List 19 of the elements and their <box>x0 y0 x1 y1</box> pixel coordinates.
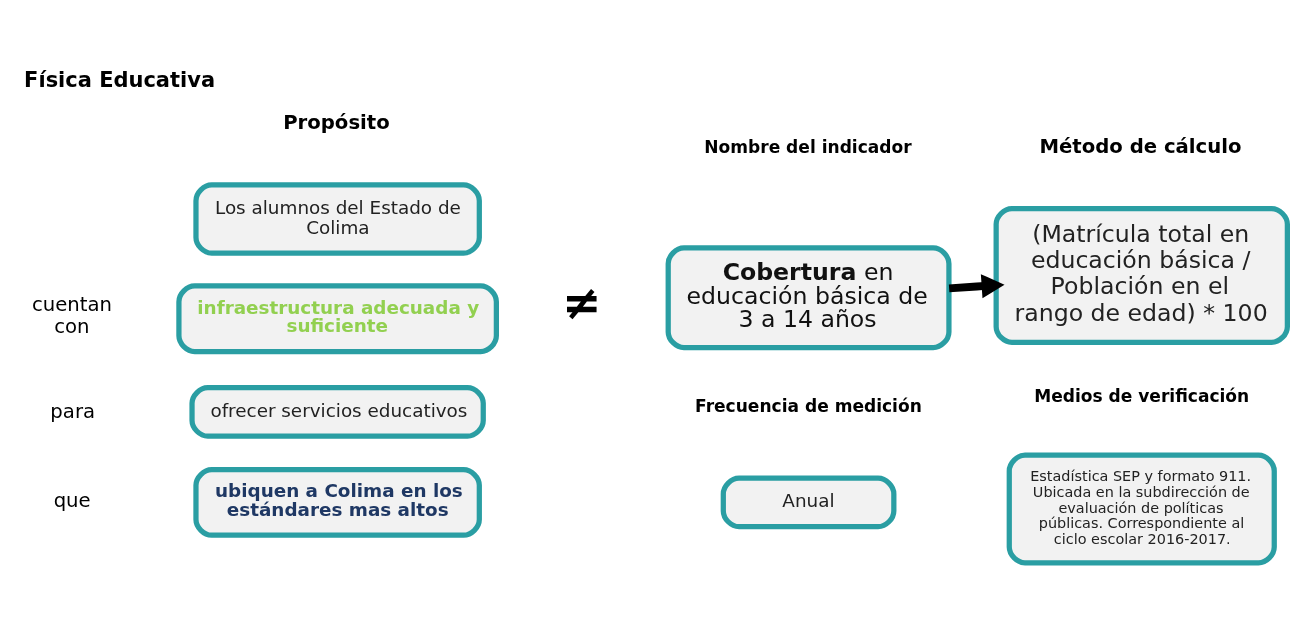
node-box: Los alumnos del Estado de Colima <box>193 181 482 256</box>
node-box: ofrecer servicios educativos <box>189 384 486 439</box>
label: Medios de verificación <box>1034 385 1250 406</box>
node-box: infraestructura adecuada y suficiente <box>176 282 499 354</box>
diagram-title: Física Educativa <box>24 67 216 92</box>
node-box: ubiquen a Colima en los estándares mas altos <box>193 466 482 538</box>
node-box: Cobertura en educación básica de 3 a 14 años <box>665 244 952 350</box>
node-box: (Matrícula total en educación básica / Población en el rango de edad) * 100 <box>993 205 1290 345</box>
label: que <box>53 488 91 512</box>
arrow <box>948 273 1005 298</box>
label: Nombre del indicador <box>704 136 912 157</box>
node-box: Anual <box>720 475 897 529</box>
label: para <box>50 399 96 423</box>
label: Propósito <box>283 110 390 134</box>
label: ≠ <box>561 274 602 329</box>
label: Método de cálculo <box>1039 134 1242 158</box>
node-box: Estadística SEP y formato 911. Ubicada en la subdirección de evaluación de políticas públicas. Correspondiente al ciclo escolar 2016-2017. <box>1006 452 1277 565</box>
label: cuentan con <box>32 292 113 338</box>
label: Frecuencia de medición <box>695 395 922 416</box>
